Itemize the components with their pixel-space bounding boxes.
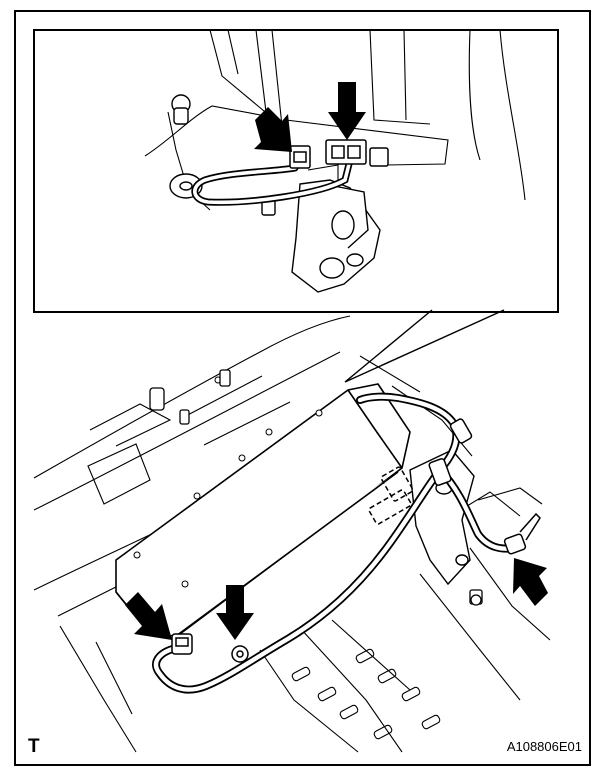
arrow-icon [216,585,254,640]
main-view [33,315,551,753]
arrow-icon [513,558,548,606]
arrow-icon [254,107,292,152]
illustration-frame [14,10,591,766]
callout-lines [344,309,505,383]
arrow-icon [125,592,172,640]
arrow-icon [328,82,366,140]
figure-id: A108806E01 [506,739,582,754]
corner-label: T [28,736,40,757]
detail-inset [33,29,559,313]
